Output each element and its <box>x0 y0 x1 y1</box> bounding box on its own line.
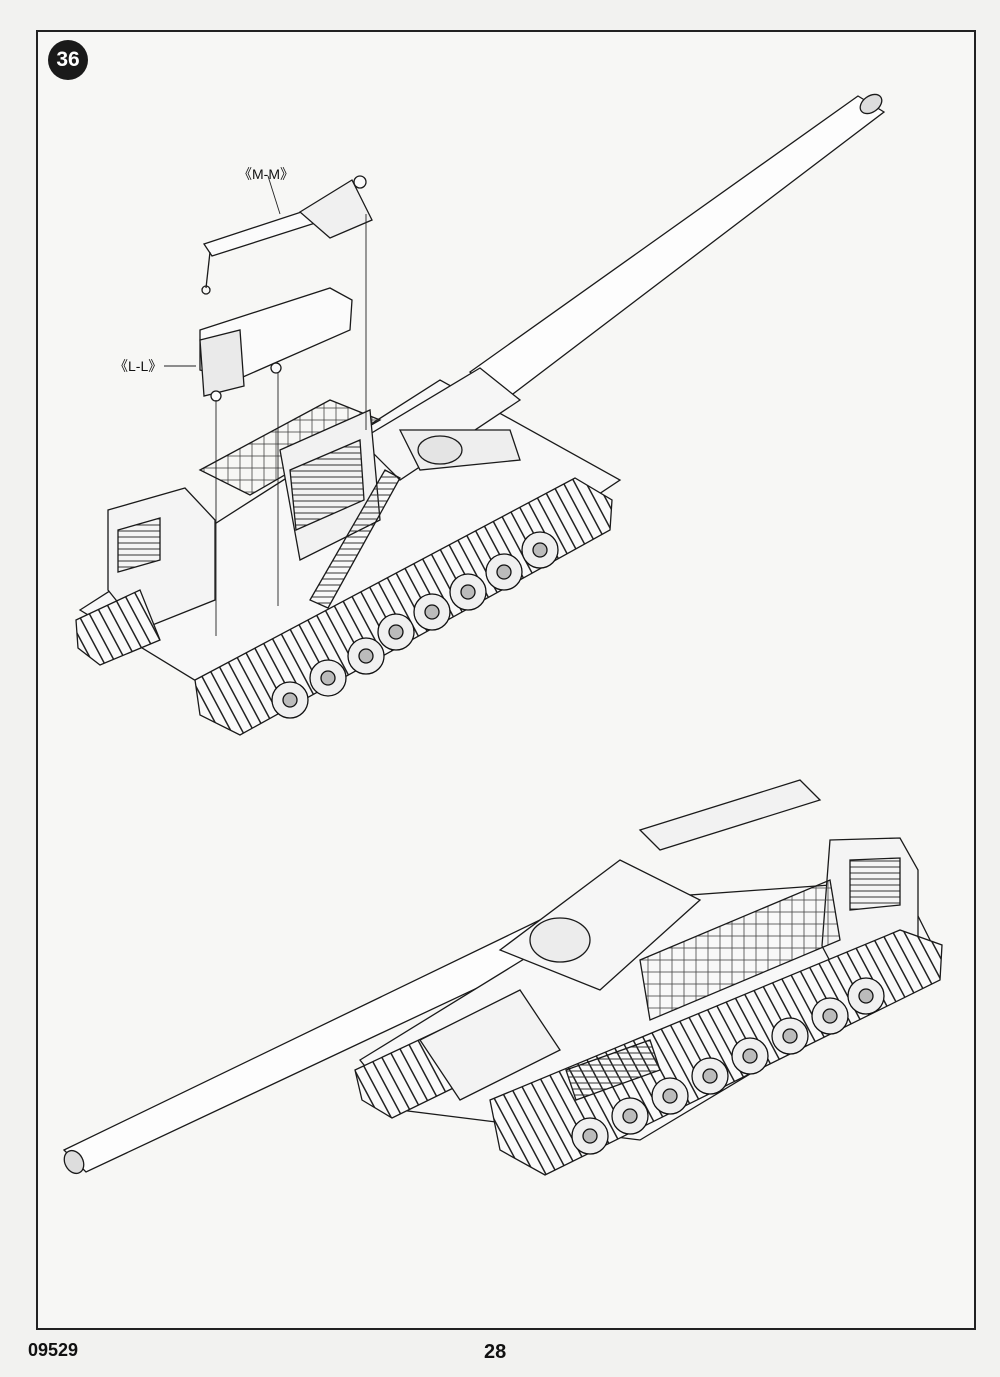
crane-jib <box>201 175 373 295</box>
product-code: 09529 <box>28 1340 79 1360</box>
breech-part <box>199 287 353 402</box>
lower-vehicle <box>62 779 943 1176</box>
callout-label-ll: 《L-L》 <box>114 358 163 374</box>
step-number-badge: 36 <box>48 40 88 80</box>
upper-vehicle <box>75 93 886 736</box>
step-number: 36 <box>56 48 80 71</box>
assembly-guide-lines <box>164 175 367 636</box>
page-number: 28 <box>484 1341 507 1363</box>
callout-label-mm: 《M-M》 <box>238 166 294 182</box>
